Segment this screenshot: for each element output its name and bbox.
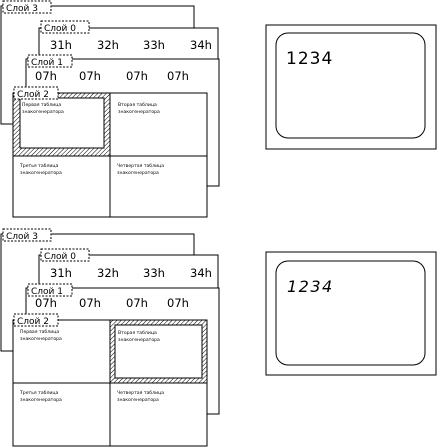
layer0-value: 32h: [97, 266, 119, 280]
bottom-panel: Слой 3 Слой 0 31h 32h 33h 34h Слой 1 07h…: [0, 228, 437, 447]
cell-label: Четвертая таблица: [117, 163, 164, 169]
cell-label: знакогенератора: [117, 398, 159, 403]
layer2-label: Слой 2: [17, 317, 49, 327]
cell-label: знакогенератора: [22, 110, 64, 115]
layer3-label: Слой 3: [6, 4, 38, 14]
cell-label: Первая таблица: [20, 329, 59, 335]
cell-label: Третья таблица: [19, 163, 59, 169]
layer1-value: 07h: [35, 296, 57, 310]
screen-text: 1234: [286, 49, 333, 69]
cell-label: Третья таблица: [19, 390, 59, 396]
layer0-tag: [40, 20, 90, 34]
layer0-value: 34h: [190, 266, 212, 280]
cell-label: знакогенератора: [20, 398, 62, 403]
layer1-value: 07h: [167, 296, 189, 310]
layer1-value: 07h: [126, 69, 148, 83]
layer0-tag: [40, 248, 90, 262]
layer1-tag: [27, 54, 73, 68]
layer3-tag: [2, 0, 52, 14]
layer0-value: 31h: [50, 266, 72, 280]
cell-label: знакогенератора: [20, 337, 62, 342]
layer2-tag: [13, 86, 59, 100]
layer0-value: 31h: [50, 38, 72, 52]
layer1-value: 07h: [79, 296, 101, 310]
layer1-value: 07h: [35, 69, 57, 83]
layer0-value: 34h: [190, 38, 212, 52]
layer0-value: 33h: [143, 38, 165, 52]
layer0-value: 33h: [143, 266, 165, 280]
layer1-label: Слой 1: [31, 58, 63, 68]
layer1-tag: [27, 283, 73, 297]
screen-text: 1234: [287, 277, 334, 296]
layer2-label: Слой 2: [17, 90, 49, 100]
layer0-label: Слой 0: [44, 24, 76, 34]
cell-label: знакогенератора: [20, 171, 62, 176]
cell-label: знакогенератора: [118, 338, 160, 343]
cell-label: Первая таблица: [22, 102, 61, 108]
layer1-value: 07h: [126, 296, 148, 310]
screen-display: [275, 260, 426, 366]
top-panel: Слой 3 Слой 0 31h 32h 33h 34h Слой 1 07h…: [0, 0, 437, 218]
layer0-label: Слой 0: [44, 252, 76, 262]
cell-label: знакогенератора: [117, 171, 159, 176]
screen-display: [275, 32, 426, 139]
layer1-value: 07h: [79, 69, 101, 83]
layer3-label: Слой 3: [6, 232, 38, 242]
cell-label: знакогенератора: [118, 110, 160, 115]
cell-label: Вторая таблица: [118, 102, 157, 108]
cell-label: Четвертая таблица: [117, 390, 164, 396]
layer1-label: Слой 1: [31, 287, 63, 297]
layer3-tag: [2, 228, 52, 242]
layer1-value: 07h: [167, 69, 189, 83]
layer0-value: 32h: [97, 38, 119, 52]
cell-label: Вторая таблица: [118, 330, 157, 336]
layer2-tag: [13, 313, 59, 327]
